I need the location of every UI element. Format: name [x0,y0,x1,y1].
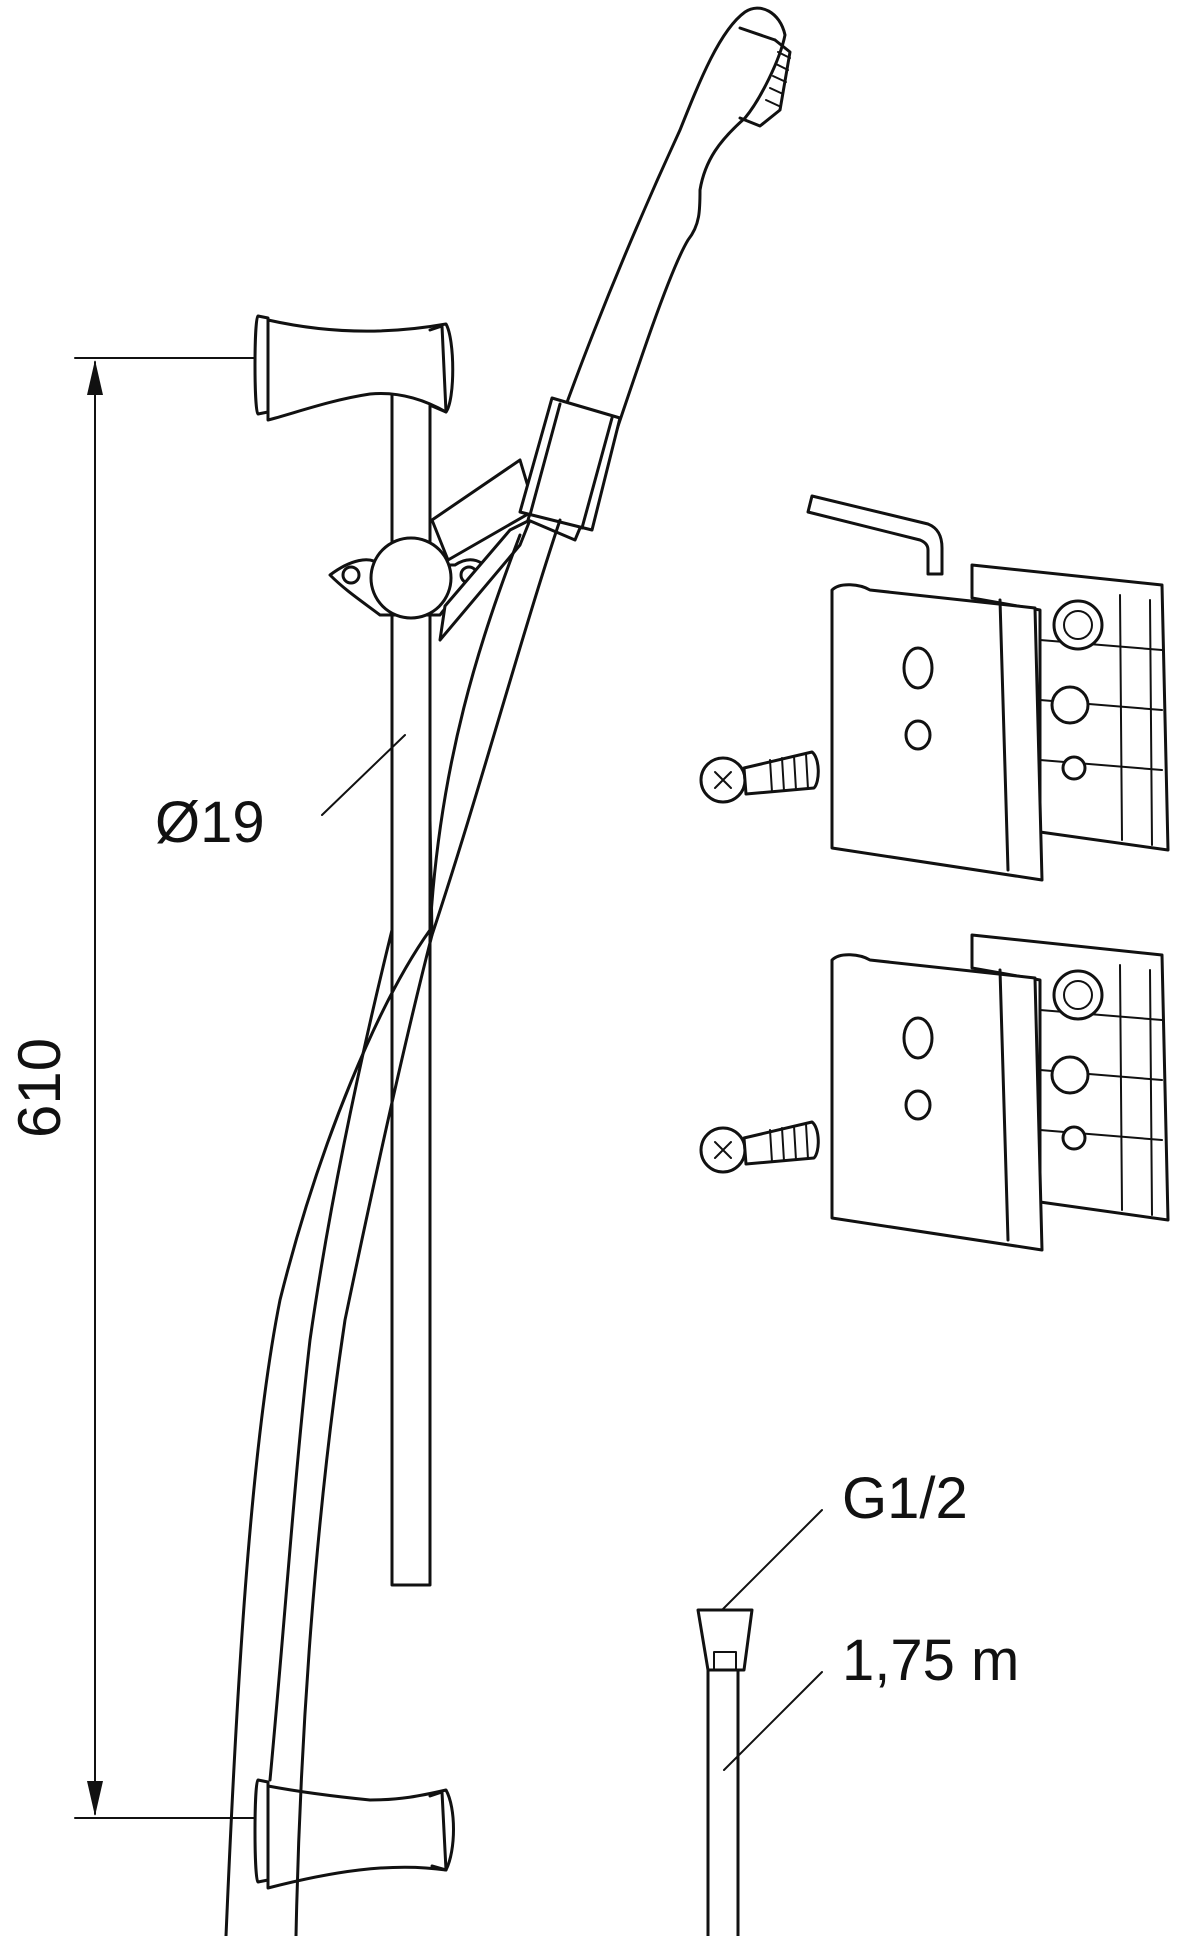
shower-hose [224,518,562,1936]
dimension-arrow-bottom [87,1781,103,1816]
thread-label: G1/2 [842,1466,968,1531]
wall-mount-assembly-upper [699,563,1170,882]
mount-screw-lower [699,1120,820,1174]
slider-holder [328,458,537,642]
height-dimension: 610 [6,357,263,1819]
bottom-wall-bracket [253,1778,455,1890]
allen-key [806,494,944,576]
hose-detail: G1/2 1,75 m [696,1466,1019,1936]
dimension-arrow-top [87,360,103,395]
hose-nut [696,1608,754,1672]
mount-screw-upper [699,750,820,804]
wall-mount-assembly-lower [699,933,1170,1252]
spray-nozzles [765,51,791,107]
slider-knob [369,536,453,620]
diameter-label: Ø19 [155,790,265,855]
hose-length-label: 1,75 m [842,1628,1019,1693]
mount-plate-ribs [1039,964,1163,1216]
height-dimension-label: 610 [6,1038,73,1138]
top-wall-bracket [253,314,455,422]
diameter-callout: Ø19 [155,734,406,855]
hand-shower [518,6,792,542]
